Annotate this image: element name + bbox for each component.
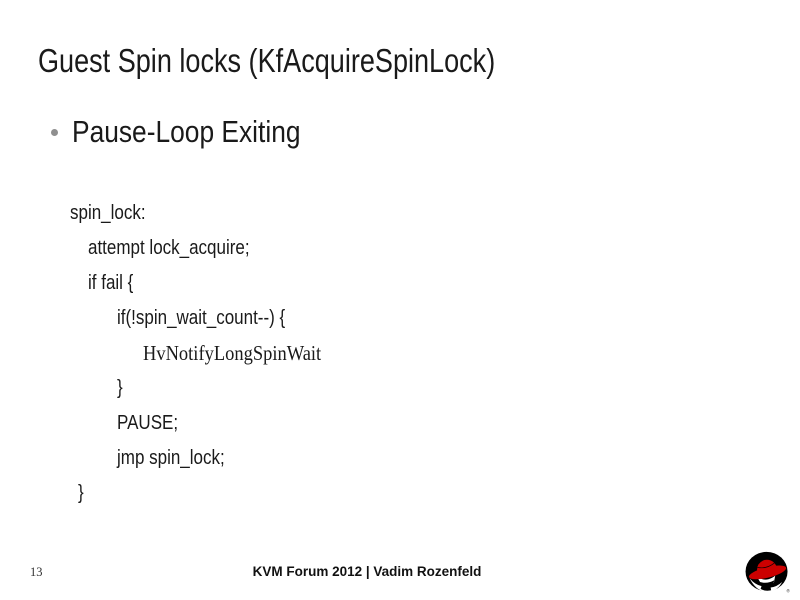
code-line: HvNotifyLongSpinWait <box>0 336 800 371</box>
slide-title-text: Guest Spin locks (KfAcquireSpinLock) <box>38 42 496 79</box>
code-block: spin_lock: attempt lock_acquire; if fail… <box>0 196 800 511</box>
registered-mark: ® <box>787 589 790 593</box>
code-line: } <box>0 476 800 511</box>
code-line-text: attempt lock_acquire; <box>88 237 250 259</box>
code-line: if fail { <box>0 266 800 301</box>
code-line-text: } <box>78 482 84 504</box>
page-number: 13 <box>30 565 43 579</box>
footer-credit: KVM Forum 2012 | Vadim Rozenfeld <box>252 564 482 579</box>
code-line: PAUSE; <box>0 406 800 441</box>
code-line: attempt lock_acquire; <box>0 231 800 266</box>
code-line: spin_lock: <box>0 196 800 231</box>
code-line: jmp spin_lock; <box>0 441 800 476</box>
code-line-text: PAUSE; <box>117 412 179 434</box>
code-line-text: } <box>117 377 123 399</box>
code-line: if(!spin_wait_count--) { <box>0 301 800 336</box>
code-line-text: HvNotifyLongSpinWait <box>143 341 322 365</box>
code-line-text: spin_lock: <box>70 202 146 224</box>
code-line-text: if(!spin_wait_count--) { <box>117 307 286 329</box>
code-line-text: jmp spin_lock; <box>117 447 225 469</box>
bullet-item-label: Pause-Loop Exiting <box>72 114 301 149</box>
bullet-item: Pause-Loop Exiting <box>72 112 341 152</box>
bullet-icon <box>51 129 58 136</box>
code-line-text: if fail { <box>88 272 134 294</box>
code-line: } <box>0 371 800 406</box>
redhat-shadowman-icon: ® <box>745 551 790 593</box>
slide-title: Guest Spin locks (KfAcquireSpinLock) <box>38 40 596 82</box>
redhat-logo: ® <box>744 551 790 593</box>
